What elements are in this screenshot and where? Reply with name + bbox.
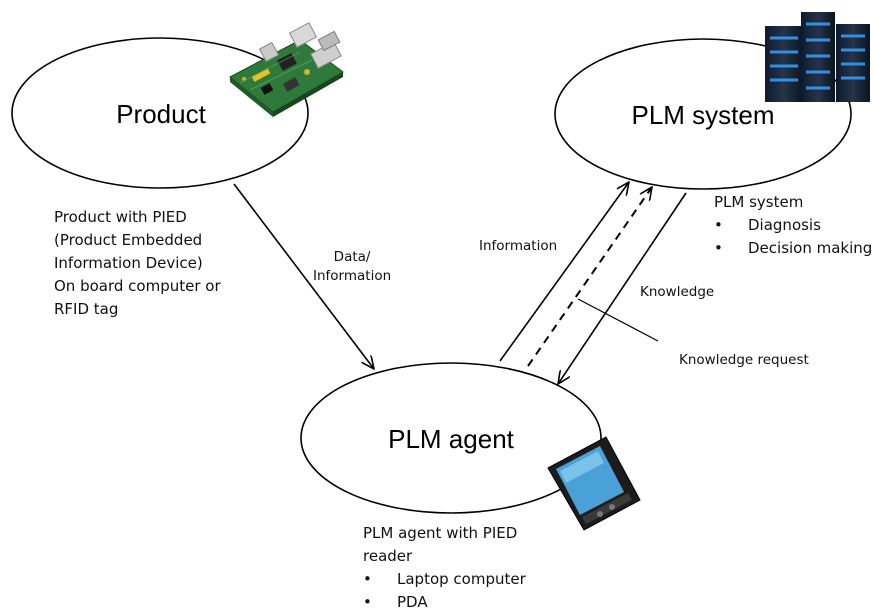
edge-label-line: Data/: [333, 249, 371, 265]
note-line: On board computer or: [54, 277, 221, 295]
note-line: RFID tag: [54, 300, 119, 318]
plm-system-note: PLM system • Diagnosis • Decision making: [714, 191, 872, 260]
plm-agent-node: [300, 362, 602, 514]
knowledge-request-label: Knowledge request: [679, 352, 809, 368]
edge-label-line: Information: [313, 268, 392, 284]
product-note: Product with PIED (Product Embedded Info…: [54, 206, 221, 321]
product-node-label: Product: [116, 99, 206, 129]
product-to-agent-edge-label: Data/ Information: [313, 248, 391, 286]
bullet-text: Decision making: [748, 239, 873, 257]
agent-to-system-information-arrow: [499, 182, 629, 362]
bullet-dot: •: [363, 570, 372, 588]
note-line: Information Device): [54, 254, 203, 272]
bullet-item: • Laptop computer: [363, 568, 526, 591]
bullet-text: Laptop computer: [397, 570, 526, 588]
bullet-text: Diagnosis: [748, 216, 821, 234]
pda-device-icon: [547, 436, 641, 531]
bullet-item: • Decision making: [714, 237, 872, 260]
circuit-board-icon: [229, 22, 344, 117]
note-title: PLM system: [714, 193, 804, 211]
note-line: (Product Embedded: [54, 231, 203, 249]
system-to-agent-knowledge-arrow: [558, 192, 687, 384]
product-to-agent-arrow: [233, 183, 374, 369]
server-rack-icon: [765, 12, 870, 102]
plm-agent-note: PLM agent with PIED reader • Laptop comp…: [363, 522, 526, 614]
note-line: PLM agent with PIED: [363, 524, 518, 542]
bullet-dot: •: [714, 216, 723, 234]
note-line: reader: [363, 547, 413, 565]
knowledge-request-dashed-arrow: [527, 187, 652, 367]
knowledge-edge-label: Knowledge: [640, 284, 715, 300]
note-line: Product with PIED: [54, 208, 187, 226]
plm-agent-node-label: PLM agent: [388, 424, 515, 454]
bullet-text: PDA: [397, 593, 428, 611]
knowledge-request-leader-line: [577, 298, 659, 342]
bullet-item: • PDA: [363, 591, 526, 614]
plm-system-node-label: PLM system: [631, 100, 774, 130]
bullet-dot: •: [363, 593, 372, 611]
information-edge-label: Information: [479, 238, 558, 254]
bullet-dot: •: [714, 239, 723, 257]
bullet-item: • Diagnosis: [714, 214, 872, 237]
